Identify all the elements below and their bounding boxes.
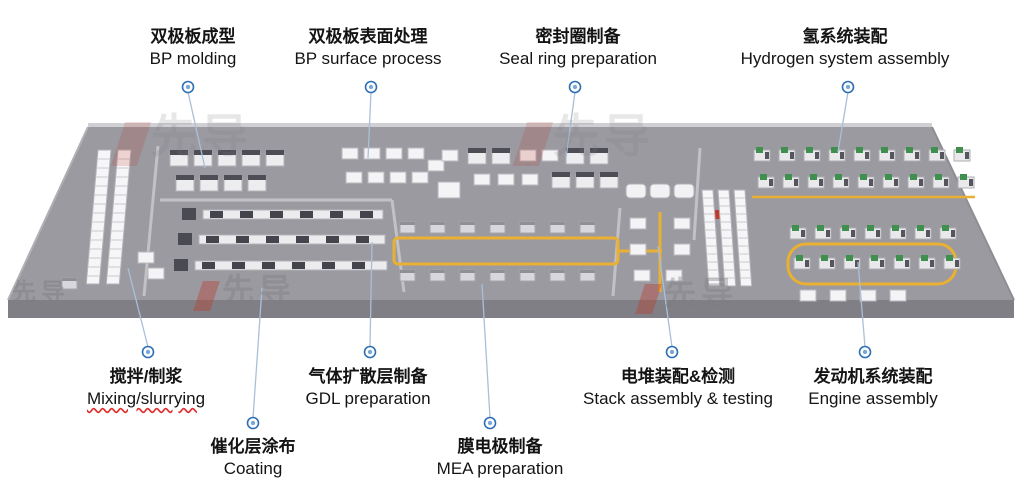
platform-front-face	[8, 300, 1014, 318]
label-en: Stack assembly & testing	[583, 389, 773, 409]
label-stack-assembly-testing: 电堆装配&检测 Stack assembly & testing	[558, 366, 798, 410]
marker-bp-surface-process	[364, 80, 378, 94]
label-zh: 发动机系统装配	[813, 367, 933, 386]
label-zh: 气体扩散层制备	[308, 367, 428, 386]
label-bp-molding: 双极板成型 BP molding	[108, 26, 278, 70]
worker-figure	[715, 210, 720, 219]
label-en: Coating	[223, 459, 283, 479]
label-en: Hydrogen system assembly	[740, 49, 950, 69]
label-zh: 双极板表面处理	[308, 27, 428, 46]
platform-left-edge	[7, 126, 89, 301]
label-en: Seal ring preparation	[499, 49, 657, 69]
marker-hydrogen-system-assembly	[841, 80, 855, 94]
marker-engine-assembly	[858, 345, 872, 359]
label-zh: 氢系统装配	[802, 27, 888, 46]
label-markers	[141, 80, 872, 430]
label-mea-preparation: 膜电极制备 MEA preparation	[410, 436, 590, 480]
partition-walls	[142, 145, 702, 297]
zone-storage-racks	[701, 189, 753, 287]
label-engine-assembly: 发动机系统装配 Engine assembly	[773, 366, 973, 410]
label-zh: 密封圈制备	[535, 27, 621, 46]
label-en: BP surface process	[294, 49, 442, 69]
marker-bp-molding	[181, 80, 195, 94]
label-zh: 双极板成型	[150, 27, 236, 46]
zone-stack-assembly-testing	[625, 183, 720, 292]
label-gdl-preparation: 气体扩散层制备 GDL preparation	[268, 366, 468, 410]
marker-mea-preparation	[483, 416, 497, 430]
marker-stack-assembly-testing	[665, 345, 679, 359]
marker-mixing-slurrying	[141, 345, 155, 359]
label-bp-surface-process: 双极板表面处理 BP surface process	[273, 26, 463, 70]
zone-coating-gdl-lines	[174, 208, 388, 271]
label-en: Engine assembly	[808, 389, 938, 409]
zone-hydrogen-system-assembly	[752, 146, 975, 199]
zone-seal-ring-preparation	[437, 147, 619, 199]
marker-gdl-preparation	[363, 345, 377, 359]
platform	[7, 123, 1015, 318]
label-coating: 催化层涂布 Coating	[178, 436, 328, 480]
label-en: BP molding	[149, 49, 237, 69]
label-zh: 催化层涂布	[210, 437, 296, 456]
platform-right-edge	[931, 126, 1015, 301]
label-en: MEA preparation	[436, 459, 564, 479]
label-en: Mixing/slurrying	[86, 389, 206, 409]
marker-coating	[246, 416, 260, 430]
label-en: GDL preparation	[305, 389, 431, 409]
label-hydrogen-system-assembly: 氢系统装配 Hydrogen system assembly	[715, 26, 975, 70]
marker-seal-ring-preparation	[568, 80, 582, 94]
zone-engine-assembly	[786, 224, 961, 302]
label-mixing-slurrying: 搅拌/制浆 Mixing/slurrying	[56, 366, 236, 410]
platform-top-surface	[8, 127, 1014, 300]
leader-lines	[127, 91, 866, 419]
label-zh: 电堆装配&检测	[620, 367, 736, 386]
label-zh: 搅拌/制浆	[109, 367, 183, 386]
label-seal-ring-preparation: 密封圈制备 Seal ring preparation	[473, 26, 683, 70]
label-zh: 膜电极制备	[457, 437, 543, 456]
